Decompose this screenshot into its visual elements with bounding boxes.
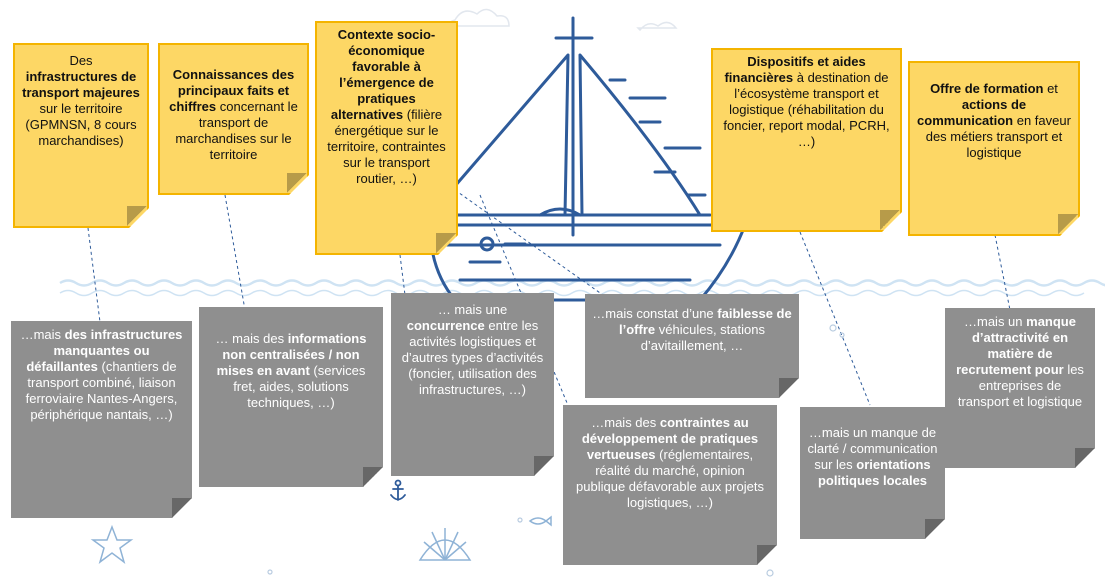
note-text-segment: Connaissances des principaux faits et ch… [169, 67, 295, 114]
note-text-segment: …mais un [964, 314, 1027, 329]
note-text-segment: entre les activités logistiques et d’aut… [401, 318, 544, 397]
note-text-segment: actions de communication [917, 97, 1027, 128]
strength-note-contexte: Contexte socio-économique favorable à l’… [315, 21, 458, 255]
note-text-segment: Des [69, 53, 93, 68]
fish-icon [528, 515, 552, 527]
note-text-segment: concurrence [406, 318, 485, 333]
note-text-segment: faiblesse de l’offre [619, 306, 792, 337]
sailboat [428, 16, 747, 302]
anchor-icon [390, 479, 406, 501]
note-text-segment: concernant le transport de marchandises … [175, 99, 298, 162]
note-text-segment: orientations politiques locales [817, 457, 931, 488]
note-text-segment: …mais constat d’une [592, 306, 718, 321]
note-text-segment: et [1043, 81, 1058, 96]
note-text-segment: infrastructures de transport majeures [22, 69, 140, 100]
weakness-note-informations: … mais des informations non centralisées… [199, 307, 383, 487]
starfish-icon [90, 524, 134, 564]
note-text-segment: … mais une [437, 302, 508, 317]
note-text-segment: Contexte socio-économique favorable à l’… [330, 27, 436, 122]
weakness-note-pratiques: …mais des contraintes au développement d… [563, 405, 777, 565]
strength-note-connaissances: Connaissances des principaux faits et ch… [158, 43, 309, 195]
note-text-segment: sur le territoire (GPMNSN, 8 cours march… [25, 101, 137, 148]
strength-note-infrastructures: Des infrastructures de transport majeure… [13, 43, 149, 228]
note-text-segment: (filière énergétique sur le territoire, … [327, 107, 446, 186]
shell-icon [418, 528, 472, 561]
note-text-segment: … mais des [215, 331, 288, 346]
cloud-decoration [448, 8, 678, 32]
weakness-note-concurrence: … mais une concurrence entre les activit… [391, 293, 554, 476]
note-text-segment: …mais [20, 327, 65, 342]
note-text-segment: manque d’attractivité en matière de recr… [956, 314, 1076, 377]
note-text-segment: Dispositifs et aides financières [724, 54, 866, 85]
note-text-segment: Offre de formation [930, 81, 1044, 96]
note-text-segment: en faveur des métiers transport et logis… [925, 113, 1071, 160]
note-text-segment: à destination de l’écosystème transport … [723, 70, 890, 149]
weakness-note-offre: …mais constat d’une faiblesse de l’offre… [585, 294, 799, 398]
note-text-segment: les entreprises de transport et logistiq… [957, 362, 1084, 409]
note-text-segment: …mais des [591, 415, 660, 430]
note-text-segment: véhicules, stations d’avitaillement, … [640, 322, 765, 353]
strength-note-dispositifs: Dispositifs et aides financières à desti… [711, 48, 902, 232]
note-text-segment: (réglementaires, réalité du marché, opin… [576, 447, 764, 510]
note-text-segment: (chantiers de transport combiné, liaison… [25, 359, 178, 422]
wave-lines [59, 279, 1105, 297]
weakness-note-infrastructures: …mais des infrastructures manquantes ou … [11, 321, 192, 518]
strength-note-formation: Offre de formation et actions de communi… [908, 61, 1080, 236]
note-text-segment: des infrastructures manquantes ou défail… [26, 327, 183, 374]
note-text-segment: …mais un manque de clarté / communicatio… [807, 425, 938, 472]
note-text-segment: contraintes au développement de pratique… [581, 415, 759, 462]
note-text-segment: informations non centralisées / non mise… [216, 331, 367, 378]
weakness-note-attractivite: …mais un manque d’attractivité en matièr… [945, 308, 1095, 468]
note-text-segment: (services fret, aides, solutions techniq… [233, 363, 366, 410]
weakness-note-orientations: …mais un manque de clarté / communicatio… [800, 407, 945, 539]
